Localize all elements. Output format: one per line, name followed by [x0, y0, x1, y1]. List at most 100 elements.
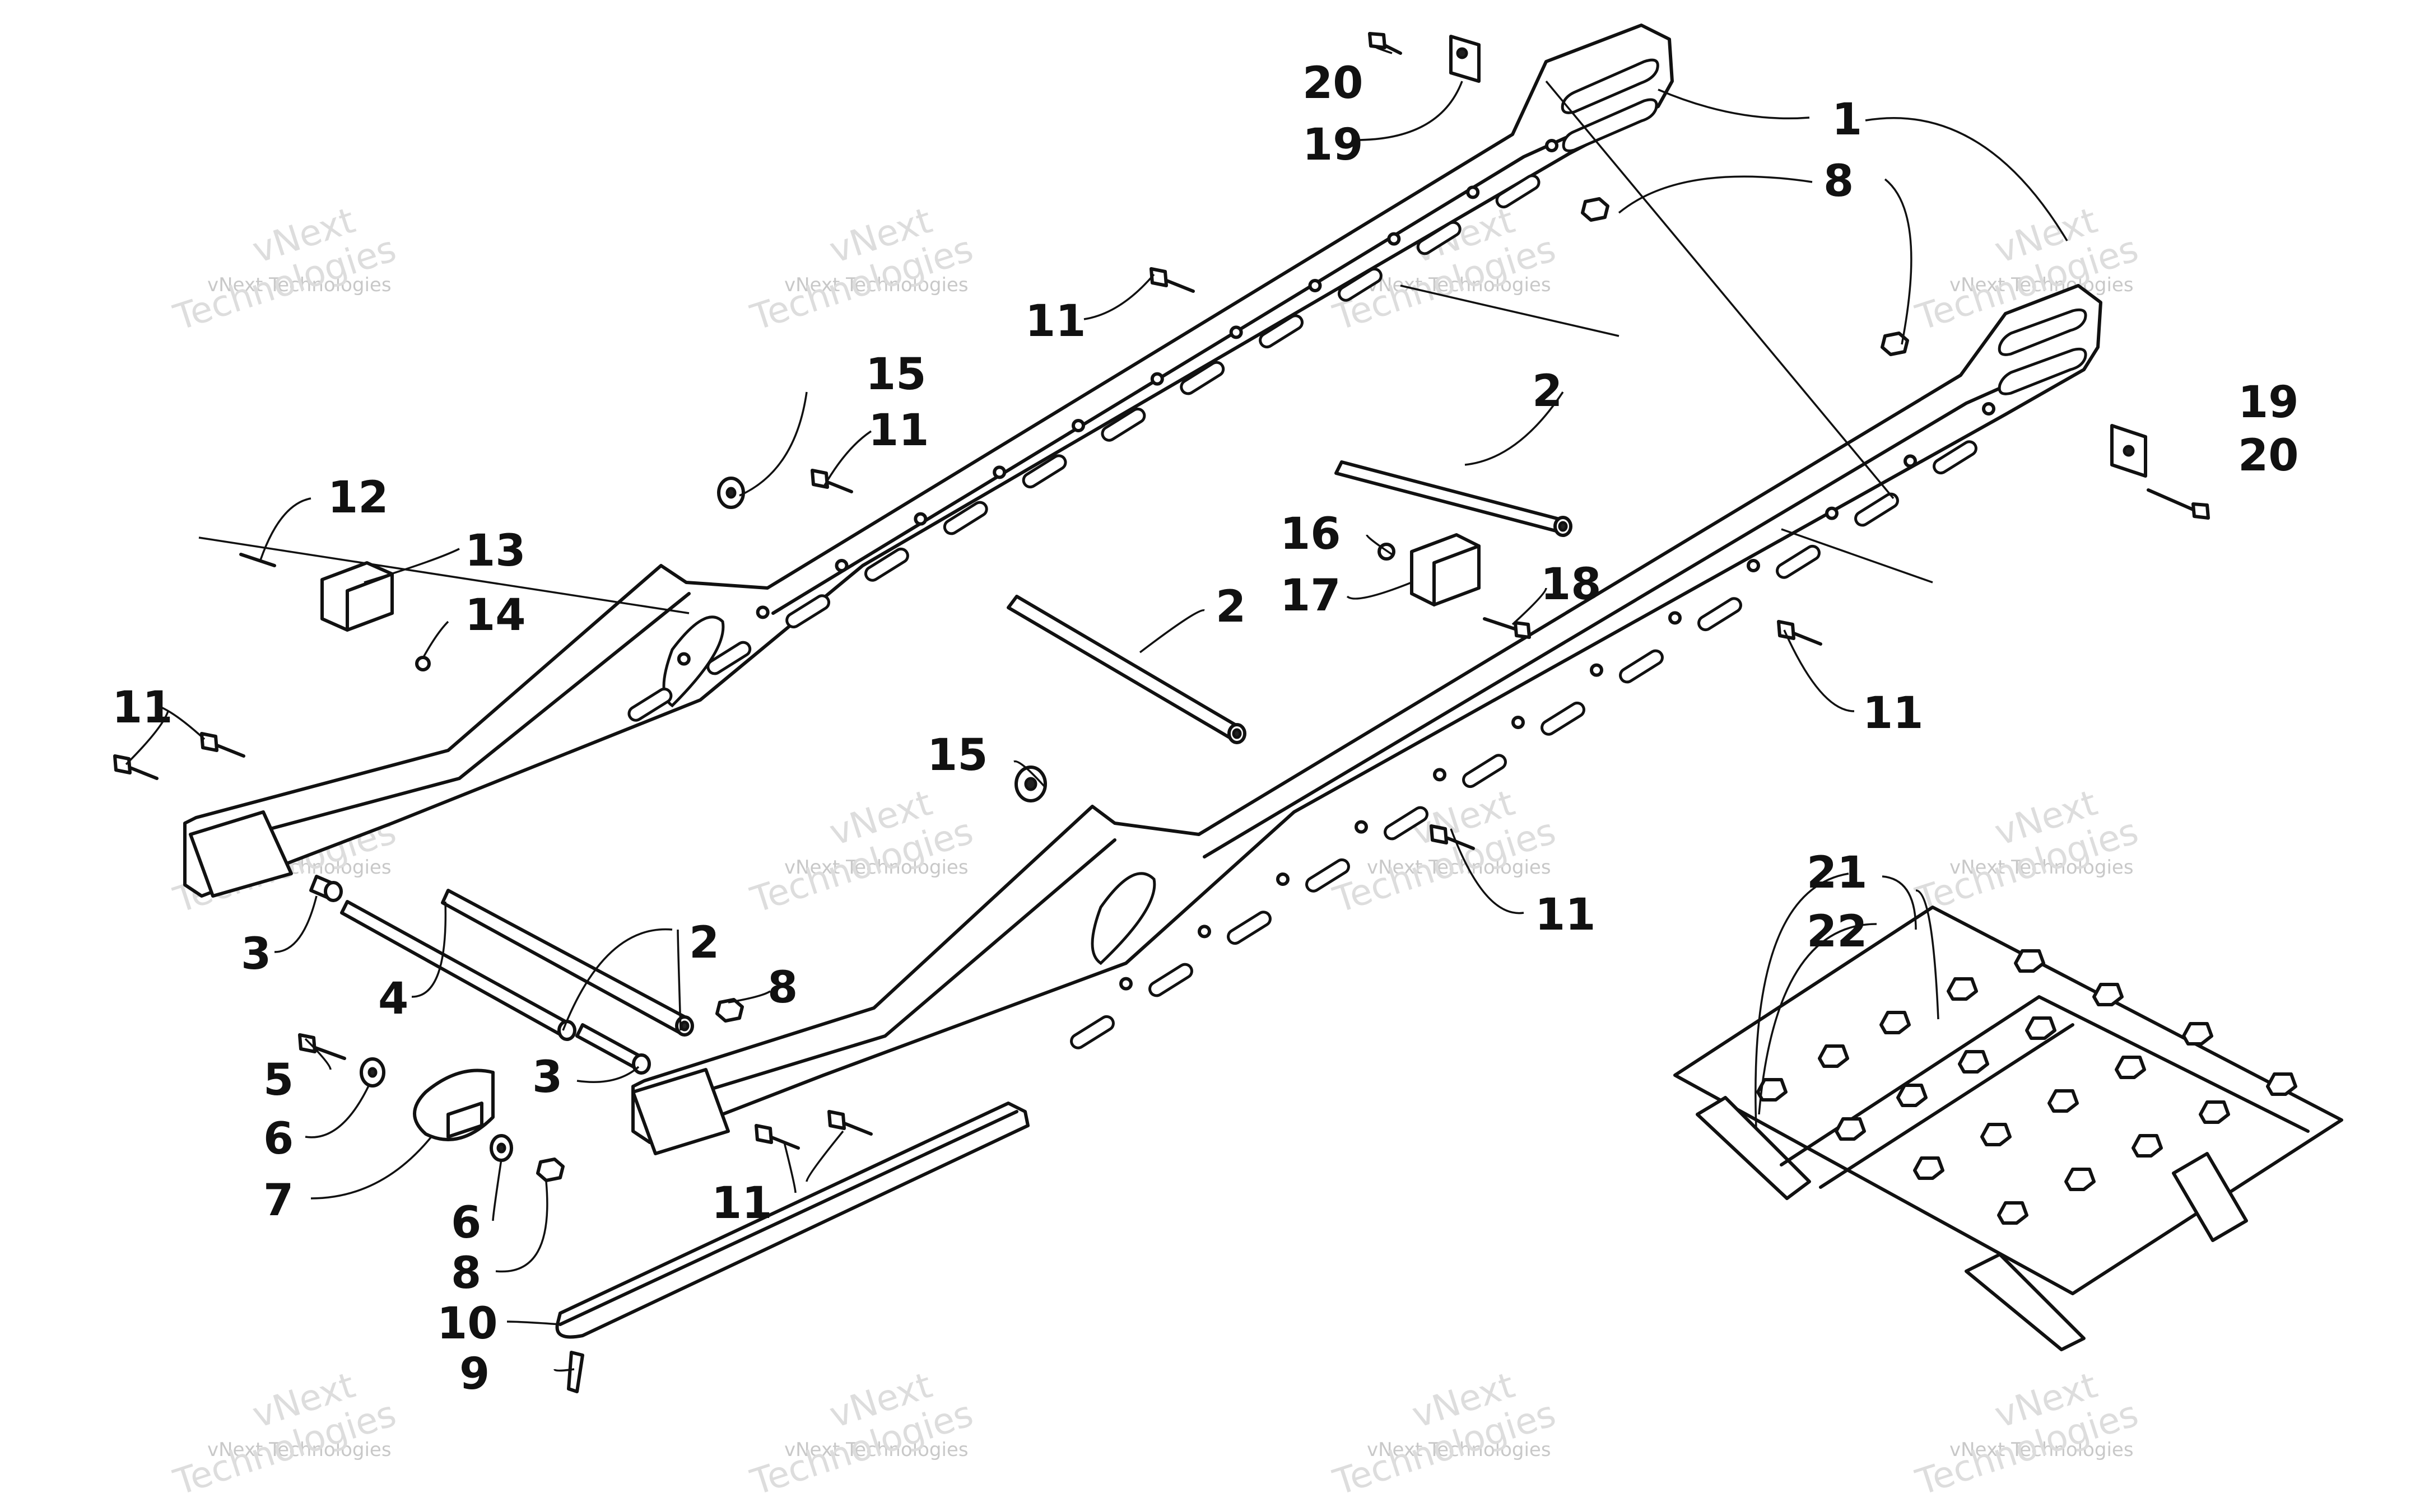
track-lug	[2266, 1072, 2297, 1096]
callout-20: 20	[1302, 58, 1363, 109]
watermark-text: vNext Technologies	[207, 274, 392, 296]
watermark-text: vNext Technologies	[1367, 274, 1551, 296]
rail-hole	[1825, 506, 1839, 520]
rail-hole	[1747, 559, 1760, 572]
track-lug	[2014, 949, 2045, 973]
callout-2: 2	[689, 918, 719, 968]
track-lug	[1896, 1084, 1928, 1107]
rail-slot	[1070, 1015, 1115, 1049]
watermark-text: vNext Technologies	[1949, 1439, 2134, 1461]
callout-19: 19	[1302, 120, 1363, 170]
rail-slot	[1541, 701, 1585, 736]
rail-slot	[1495, 174, 1541, 209]
track-lug	[2092, 983, 2124, 1006]
callout-11: 11	[1535, 890, 1596, 940]
rail-hole	[835, 559, 849, 572]
callout-20: 20	[2238, 431, 2299, 481]
rail-hole	[1119, 977, 1133, 991]
rail-hole	[1072, 419, 1085, 432]
watermark-text: vNext Technologies	[1949, 856, 2134, 879]
rail-hole	[1276, 872, 1290, 886]
rail-slot	[785, 594, 831, 629]
rail-hole	[1433, 768, 1446, 782]
callout-2: 2	[1216, 582, 1246, 632]
cross-shafts	[198, 80, 1933, 1075]
rail-hole	[1198, 925, 1211, 939]
callout-14: 14	[465, 590, 526, 641]
rail-slot	[1259, 314, 1304, 349]
rail-hole	[1545, 139, 1558, 152]
rail-hole	[993, 465, 1007, 479]
callout-10: 10	[437, 1299, 498, 1349]
callout-6: 6	[263, 1114, 294, 1164]
callout-11: 11	[711, 1178, 772, 1229]
callout-6: 6	[451, 1198, 481, 1248]
rail-slot	[943, 501, 988, 535]
rail-slot	[1384, 806, 1428, 841]
rail-hole	[1466, 185, 1480, 199]
callout-3: 3	[241, 929, 271, 979]
rail-slot	[1854, 492, 1899, 527]
callout-11: 11	[868, 405, 929, 456]
near-rail	[631, 284, 2102, 1144]
rail-slot	[1337, 267, 1383, 302]
rail-slot	[1697, 597, 1742, 632]
rail-hole	[1590, 663, 1603, 677]
callout-8: 8	[1823, 156, 1854, 207]
rail-slot	[1619, 649, 1664, 684]
callout-17: 17	[1280, 571, 1341, 621]
rail-slot	[1180, 361, 1225, 395]
track-lug	[2047, 1089, 2079, 1113]
rail-slot	[1416, 221, 1462, 255]
rail-slot	[1776, 544, 1821, 579]
watermark-text: vNext Technologies	[784, 856, 969, 879]
rail-hole	[1150, 372, 1164, 386]
callout-4: 4	[378, 974, 408, 1024]
rail-hole	[1387, 232, 1401, 246]
callout-16: 16	[1280, 509, 1341, 559]
rail-slot	[1101, 407, 1146, 442]
callout-12: 12	[328, 473, 389, 523]
track-lug	[1835, 1117, 1866, 1141]
callout-19: 19	[2238, 377, 2299, 428]
rail-hole	[1511, 716, 1525, 729]
track-lug	[1980, 1123, 2012, 1146]
rail-hole	[1308, 279, 1322, 292]
callout-labels: 1 2 2 2 3 3 4 5 6 6 7 8 8 8 9 10 11 11 1…	[112, 58, 2299, 1399]
rail-hole	[1229, 325, 1243, 339]
watermark-text: vNext Technologies	[784, 274, 969, 296]
leader-lines	[125, 46, 2068, 1372]
callout-22: 22	[1807, 907, 1868, 957]
track-lug	[1947, 977, 1978, 1001]
rail-hole	[1355, 820, 1368, 834]
rail-slot	[627, 687, 673, 722]
rail-slot	[1305, 858, 1350, 893]
rail-slot	[864, 547, 909, 582]
track-lug	[1818, 1044, 1849, 1068]
callout-5: 5	[263, 1055, 294, 1105]
track-lug	[1997, 1201, 2028, 1225]
rail-hole	[677, 652, 691, 666]
rail-hole	[1668, 611, 1682, 625]
callout-11: 11	[1863, 688, 1924, 739]
callout-13: 13	[465, 526, 526, 576]
rail-slot	[1227, 911, 1272, 945]
callout-8: 8	[451, 1248, 481, 1299]
rail-slot	[1022, 454, 1067, 489]
rail-slot	[1148, 963, 1193, 997]
track-lug	[2115, 1056, 2146, 1079]
callout-21: 21	[1807, 848, 1868, 898]
rail-slot	[1933, 440, 1977, 475]
callout-11: 11	[112, 683, 173, 733]
callout-15: 15	[865, 349, 927, 400]
rail-hole	[1904, 454, 1917, 468]
callout-9: 9	[459, 1349, 490, 1399]
rail-hole	[756, 605, 770, 619]
track-lug	[2199, 1100, 2230, 1124]
watermark-text: vNext Technologies	[1949, 274, 2134, 296]
track-lug	[2132, 1134, 2163, 1158]
track-lug	[2025, 1016, 2056, 1040]
callout-1: 1	[1832, 95, 1862, 145]
track-lug	[1756, 1078, 1788, 1102]
